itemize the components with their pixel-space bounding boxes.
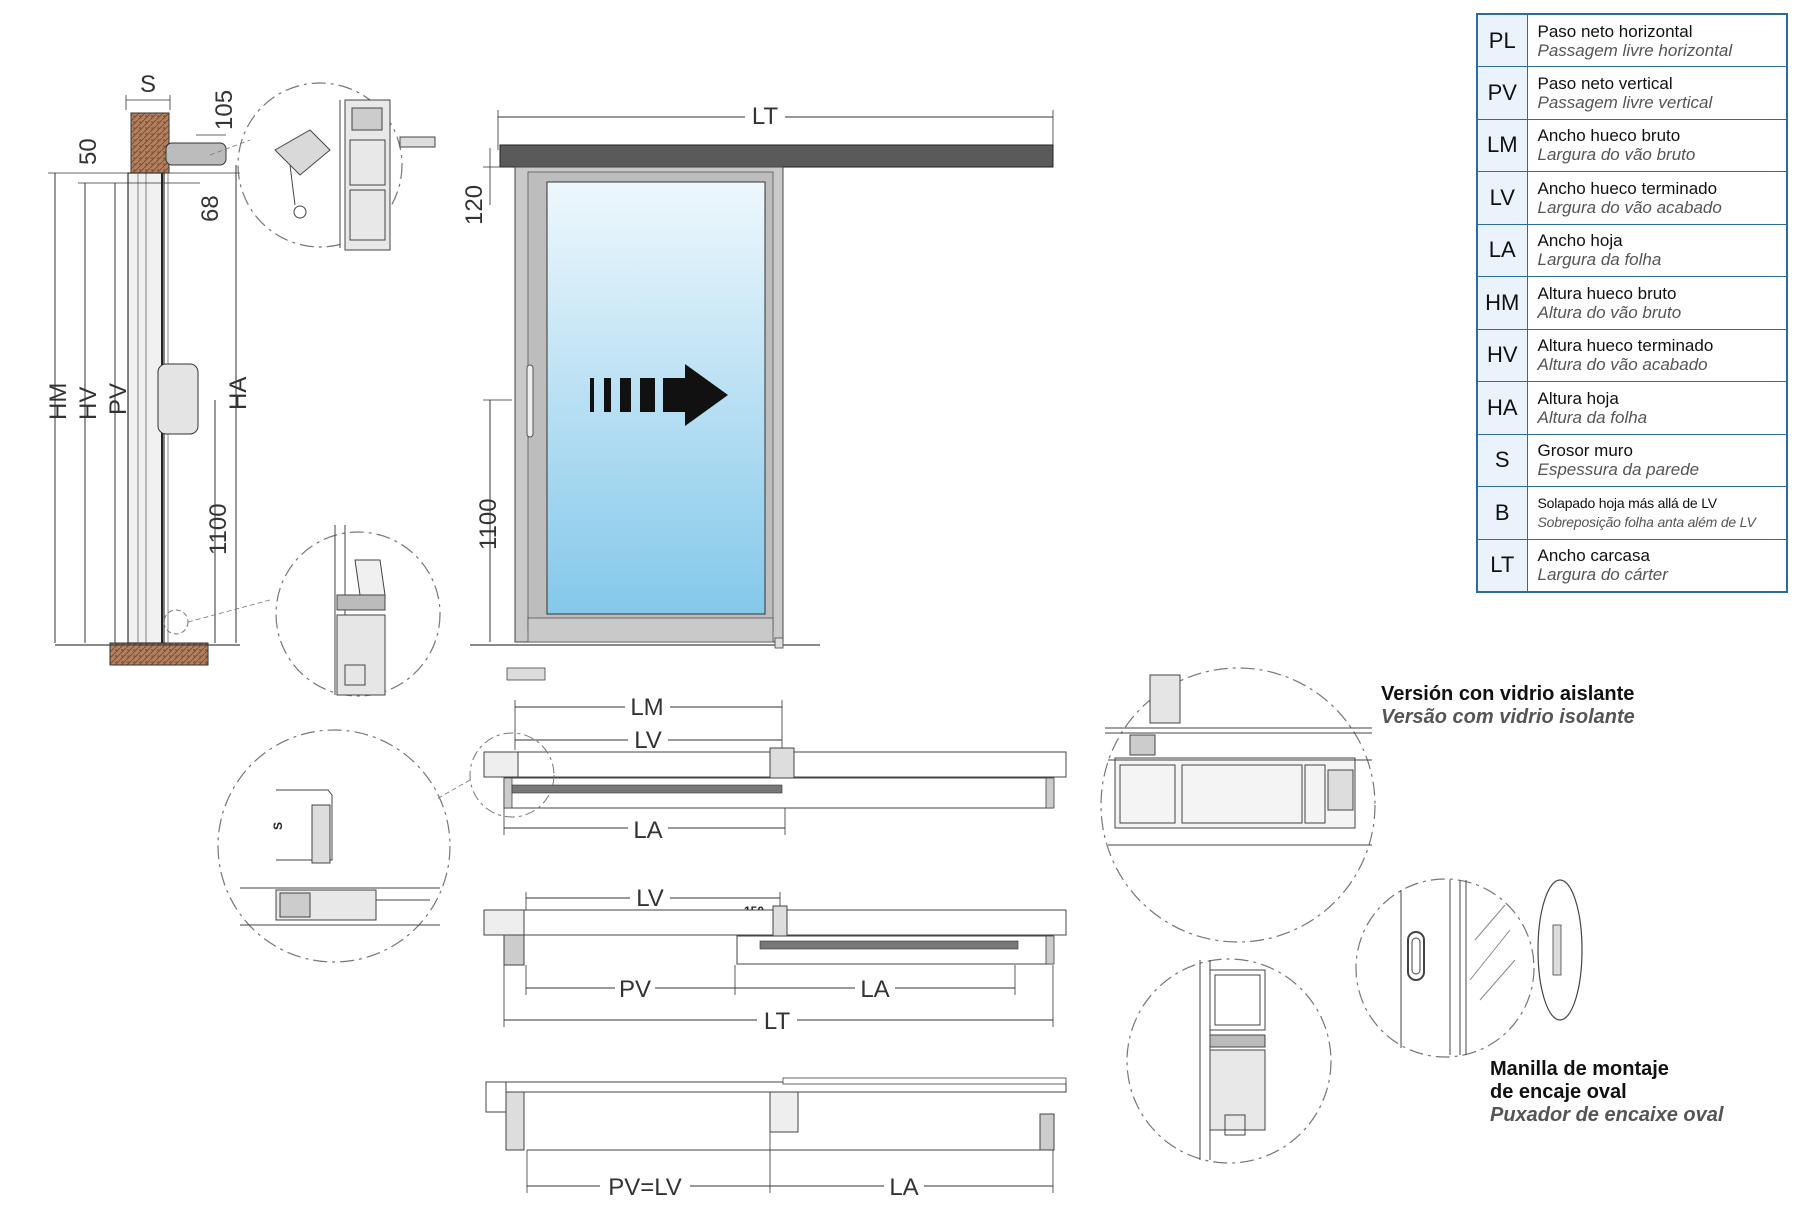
legend-es: Altura hueco terminado [1537,336,1714,356]
legend-code: PV [1476,66,1528,120]
legend-pt: Altura do vão acabado [1537,355,1708,375]
caption-insulated-glass: Versión con vidrio aislante Versão com v… [1381,683,1635,729]
legend-es: Paso neto horizontal [1537,21,1693,41]
legend-pt: Largura do cárter [1537,565,1668,584]
legend-description: Solapado hoja más allá de LV Sobreposição… [1526,486,1788,540]
front-elevation: LT 120 1100 [461,102,1054,681]
caption-insulated-es: Versión con vidrio aislante [1381,683,1635,705]
caption-oval-handle: Manilla de montaje de encaje oval Puxado… [1490,1058,1723,1127]
dim-hm: HM [45,383,72,420]
dim-120: 120 [461,185,488,225]
legend-es: Ancho hoja [1537,231,1623,251]
caption-insulated-pt: Versão com vidrio isolante [1381,706,1635,728]
dim-lm: LM [630,694,663,721]
dim-lt-top: LT [752,103,779,130]
legend-code: PL [1476,13,1528,67]
bottom-profile-detail [1126,958,1332,1164]
dim-la-2: LA [860,976,889,1003]
dim-lv-2: LV [636,885,664,912]
dim-50: 50 [75,138,102,165]
caption-handle-es-2: de encaje oval [1490,1081,1627,1103]
dim-lt-2: LT [764,1008,791,1035]
legend-es: Altura hueco bruto [1537,283,1677,303]
legend-es: Ancho carcasa [1537,546,1650,565]
dim-s: S [140,71,156,98]
slide-direction-arrow [590,364,728,426]
legend-code: HM [1476,276,1528,330]
legend-es: Paso neto vertical [1537,73,1673,93]
legend-code: HA [1476,381,1528,435]
legend-es: Solapado hoja más allá de LV [1537,494,1718,511]
legend-es: Ancho hueco bruto [1537,126,1681,146]
legend-pt: Largura do vão acabado [1537,197,1722,217]
legend-code: S [1476,433,1528,487]
legend-pt: Largura da folha [1537,250,1662,270]
dim-pv: PV [105,383,132,415]
legend-code: HV [1476,328,1528,382]
legend-code: B [1476,486,1528,540]
legend-pt: Altura da folha [1537,407,1648,427]
dim-68: 68 [197,195,224,222]
plan-view-2: LV 150 PV LA LT [483,884,1067,1035]
legend-row: B Solapado hoja más allá de LV Sobreposiçã… [1476,486,1788,540]
caption-handle-pt: Puxador de encaixe oval [1490,1104,1724,1126]
legend-pt: Passagem livre vertical [1537,92,1713,112]
legend-pt: Altura do vão bruto [1537,302,1682,322]
insulated-glass-detail [1100,667,1376,943]
legend-pt: Passagem livre horizontal [1537,40,1733,60]
legend-es: Altura hoja [1537,388,1619,408]
legend-code: LV [1476,171,1528,225]
dim-lv-1: LV [634,727,662,754]
dim-105: 105 [211,90,238,130]
dim-hv: HV [75,387,102,420]
legend-pt: Sobreposição folha anta além de LV [1537,513,1756,530]
side-section-view: S 105 50 68 HM HV PV HA 1100 [45,71,441,697]
dim-pv-2: PV [619,976,651,1003]
legend-code: LA [1476,223,1528,277]
plan-view-1: LM LV LA S [217,692,1067,963]
legend-es: Ancho hueco terminado [1537,178,1718,198]
dim-la-1: LA [633,817,662,844]
legend-code: LM [1476,118,1528,172]
dim-ha: HA [225,377,252,410]
caption-handle-es-1: Manilla de montaje [1490,1058,1669,1080]
dim-pv-lv: PV=LV [608,1174,682,1201]
dim-1100-side: 1100 [205,503,232,555]
plan-view-3: PV=LV LA [485,1077,1067,1201]
dim-s-small: S [271,822,285,830]
dim-la-3: LA [889,1174,918,1201]
legend-pt: Espessura da parede [1537,460,1700,480]
handle-detail [1355,878,1583,1058]
legend-code: LT [1476,538,1528,592]
legend-pt: Largura do vão bruto [1537,145,1696,165]
legend-es: Grosor muro [1537,441,1633,461]
dim-1100-front: 1100 [475,498,502,550]
